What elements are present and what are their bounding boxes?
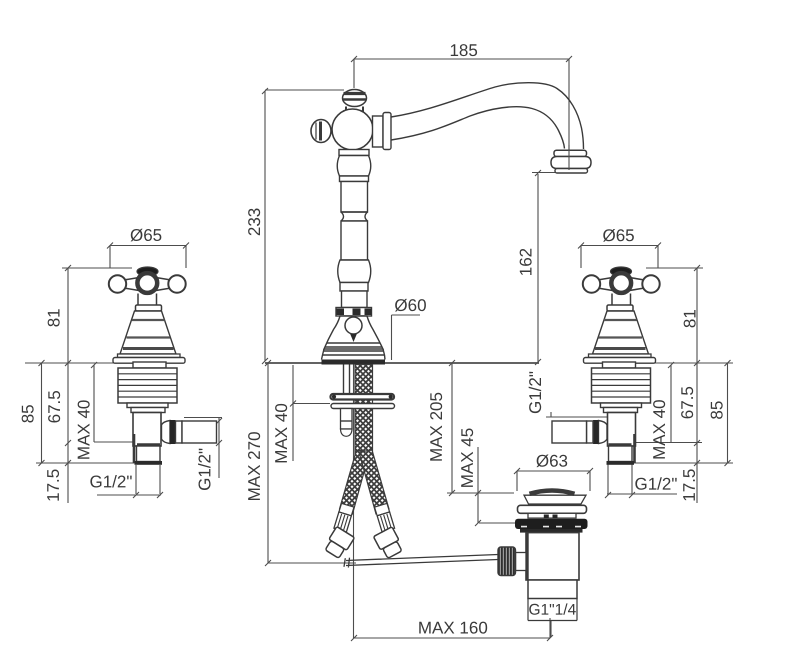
svg-text:Ø63: Ø63 <box>536 452 568 471</box>
svg-text:162: 162 <box>517 248 536 276</box>
svg-text:Ø60: Ø60 <box>394 296 426 315</box>
svg-text:G1/2": G1/2" <box>195 448 214 491</box>
svg-text:G1"1/4: G1"1/4 <box>528 602 576 619</box>
svg-text:MAX 40: MAX 40 <box>272 403 291 463</box>
svg-text:85: 85 <box>18 404 37 423</box>
svg-text:Ø65: Ø65 <box>602 226 634 245</box>
svg-text:Ø65: Ø65 <box>130 226 162 245</box>
svg-text:81: 81 <box>45 308 64 327</box>
svg-text:MAX 45: MAX 45 <box>458 428 477 488</box>
svg-text:67.5: 67.5 <box>678 386 697 419</box>
svg-text:81: 81 <box>681 309 700 328</box>
svg-text:MAX 40: MAX 40 <box>74 400 93 460</box>
svg-text:MAX 205: MAX 205 <box>427 392 446 462</box>
svg-text:67.5: 67.5 <box>45 390 64 423</box>
svg-text:G1/2": G1/2" <box>526 371 545 414</box>
svg-text:G1/2": G1/2" <box>89 472 132 491</box>
svg-text:17.5: 17.5 <box>44 469 63 502</box>
svg-text:85: 85 <box>707 401 726 420</box>
svg-text:MAX 270: MAX 270 <box>245 431 264 501</box>
svg-text:MAX 40: MAX 40 <box>650 399 669 459</box>
svg-text:17.5: 17.5 <box>680 469 699 502</box>
svg-text:233: 233 <box>245 208 264 236</box>
svg-text:MAX 160: MAX 160 <box>418 619 488 638</box>
svg-text:185: 185 <box>449 41 477 60</box>
svg-text:G1/2": G1/2" <box>634 475 677 494</box>
